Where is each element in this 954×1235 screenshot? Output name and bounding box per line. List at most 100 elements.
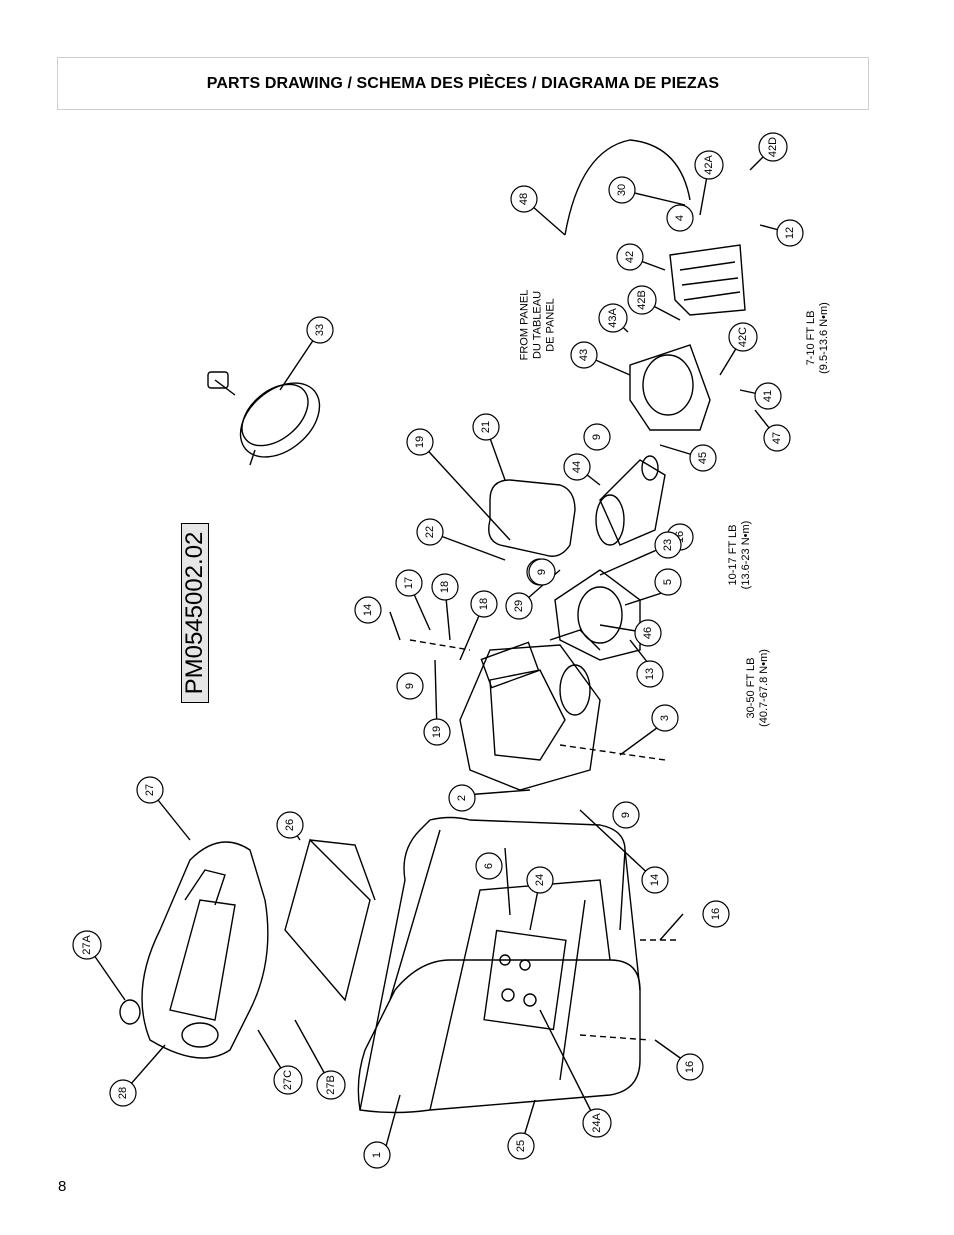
callout-18: 18 bbox=[431, 573, 459, 601]
callout-label: 23 bbox=[662, 539, 674, 551]
callout-label: 16 bbox=[710, 908, 722, 920]
callout-24: 24 bbox=[526, 866, 554, 894]
callout-label: 41 bbox=[762, 390, 774, 402]
callout-6: 6 bbox=[475, 852, 503, 880]
callout-label: 9 bbox=[536, 569, 548, 575]
cord-set-illustration bbox=[207, 371, 321, 466]
callout-label: 42D bbox=[767, 137, 779, 157]
callout-33: 33 bbox=[306, 316, 334, 344]
callout-balloon bbox=[763, 424, 791, 452]
callout-44: 44 bbox=[563, 453, 591, 481]
callout-balloon bbox=[316, 1070, 346, 1100]
callout-label: 19 bbox=[414, 436, 426, 448]
callout-balloon bbox=[306, 316, 334, 344]
callout-label: 27B bbox=[325, 1075, 337, 1095]
callout-27: 27 bbox=[136, 776, 164, 804]
drawing-id-box bbox=[181, 523, 209, 703]
callout-19: 19 bbox=[423, 718, 451, 746]
callout-label: 4 bbox=[674, 215, 686, 221]
callout-balloon bbox=[754, 382, 782, 410]
callout-42C: 42C bbox=[728, 322, 758, 352]
heat-shield-illustration bbox=[284, 838, 376, 1002]
callout-balloon bbox=[702, 900, 730, 928]
callout-label: 1 bbox=[371, 1152, 383, 1158]
callout-1: 1 bbox=[363, 1141, 391, 1169]
callout-balloon bbox=[273, 1065, 303, 1095]
callout-22: 22 bbox=[416, 518, 444, 546]
callout-21: 21 bbox=[472, 413, 500, 441]
callout-balloon bbox=[431, 573, 459, 601]
callout-balloon bbox=[612, 801, 640, 829]
callout-balloon bbox=[406, 428, 434, 456]
callout-9: 9 bbox=[528, 558, 556, 586]
callout-balloon bbox=[570, 341, 598, 369]
callout-label: 5 bbox=[662, 579, 674, 585]
callout-label: 2 bbox=[456, 795, 468, 801]
callout-balloon bbox=[634, 619, 662, 647]
callout-13: 13 bbox=[636, 660, 664, 688]
callout-27A: 27A bbox=[72, 930, 102, 960]
callout-27B: 27B bbox=[316, 1070, 346, 1100]
callout-label: 19 bbox=[431, 726, 443, 738]
callout-42B: 42B bbox=[627, 285, 657, 315]
callout-balloon bbox=[136, 776, 164, 804]
callout-balloon bbox=[689, 444, 717, 472]
callout-balloon bbox=[472, 413, 500, 441]
callout-30: 30 bbox=[608, 176, 636, 204]
callout-balloon bbox=[654, 568, 682, 596]
callout-label: 43 bbox=[578, 349, 590, 361]
callout-label: 29 bbox=[513, 600, 525, 612]
callout-2: 2 bbox=[448, 784, 476, 812]
callout-label: 27C bbox=[282, 1070, 294, 1090]
callout-label: 44 bbox=[571, 461, 583, 473]
torque-note-30-50: 30-50 FT LB (40.7-67.8 N•m) bbox=[745, 649, 771, 727]
fuel-tank-illustration bbox=[119, 841, 269, 1059]
engine-illustration bbox=[459, 629, 601, 791]
torque-30-50-line-2: (40.7-67.8 N•m) bbox=[758, 649, 770, 727]
callout-balloon bbox=[636, 660, 664, 688]
callout-46: 46 bbox=[634, 619, 662, 647]
callout-42A: 42A bbox=[694, 150, 724, 180]
torque-10-17-line-1: 10-17 FT LB bbox=[727, 524, 739, 586]
callout-balloon bbox=[526, 866, 554, 894]
rotor-illustration bbox=[595, 455, 666, 546]
callout-18: 18 bbox=[470, 590, 498, 618]
callout-label: 21 bbox=[480, 421, 492, 433]
callout-balloon bbox=[598, 303, 628, 333]
callout-4: 4 bbox=[666, 204, 694, 232]
callout-9: 9 bbox=[396, 672, 424, 700]
callout-balloon bbox=[758, 132, 788, 162]
callout-label: 13 bbox=[644, 668, 656, 680]
callout-balloon bbox=[641, 866, 669, 894]
callout-label: 22 bbox=[424, 526, 436, 538]
from-panel-note: FROM PANEL DU TABLEAU DE PANEL bbox=[519, 290, 558, 361]
callout-label: 14 bbox=[649, 874, 661, 886]
callout-24A: 24A bbox=[582, 1108, 612, 1138]
callout-label: 42B bbox=[636, 290, 648, 310]
callout-25: 25 bbox=[507, 1132, 535, 1160]
callout-label: 47 bbox=[771, 432, 783, 444]
callout-balloon bbox=[510, 185, 538, 213]
callout-19: 19 bbox=[406, 428, 434, 456]
callout-label: 18 bbox=[478, 598, 490, 610]
callout-balloon bbox=[676, 1053, 704, 1081]
callout-label: 46 bbox=[642, 627, 654, 639]
callout-balloon bbox=[109, 1079, 137, 1107]
callout-balloon bbox=[728, 322, 758, 352]
callout-balloon bbox=[354, 596, 382, 624]
callout-label: 27 bbox=[144, 784, 156, 796]
callout-label: 18 bbox=[439, 581, 451, 593]
callout-label: 27A bbox=[81, 935, 93, 955]
callout-label: 3 bbox=[659, 715, 671, 721]
callout-balloon bbox=[528, 558, 556, 586]
callout-45: 45 bbox=[689, 444, 717, 472]
callout-label: 43A bbox=[607, 308, 619, 328]
callout-14: 14 bbox=[641, 866, 669, 894]
torque-note-7-10: 7-10 FT LB (9.5-13.6 N•m) bbox=[805, 302, 831, 374]
callout-label: 30 bbox=[616, 184, 628, 196]
callout-balloon bbox=[776, 219, 804, 247]
callout-28: 28 bbox=[109, 1079, 137, 1107]
callout-balloon bbox=[363, 1141, 391, 1169]
callout-balloon bbox=[416, 518, 444, 546]
